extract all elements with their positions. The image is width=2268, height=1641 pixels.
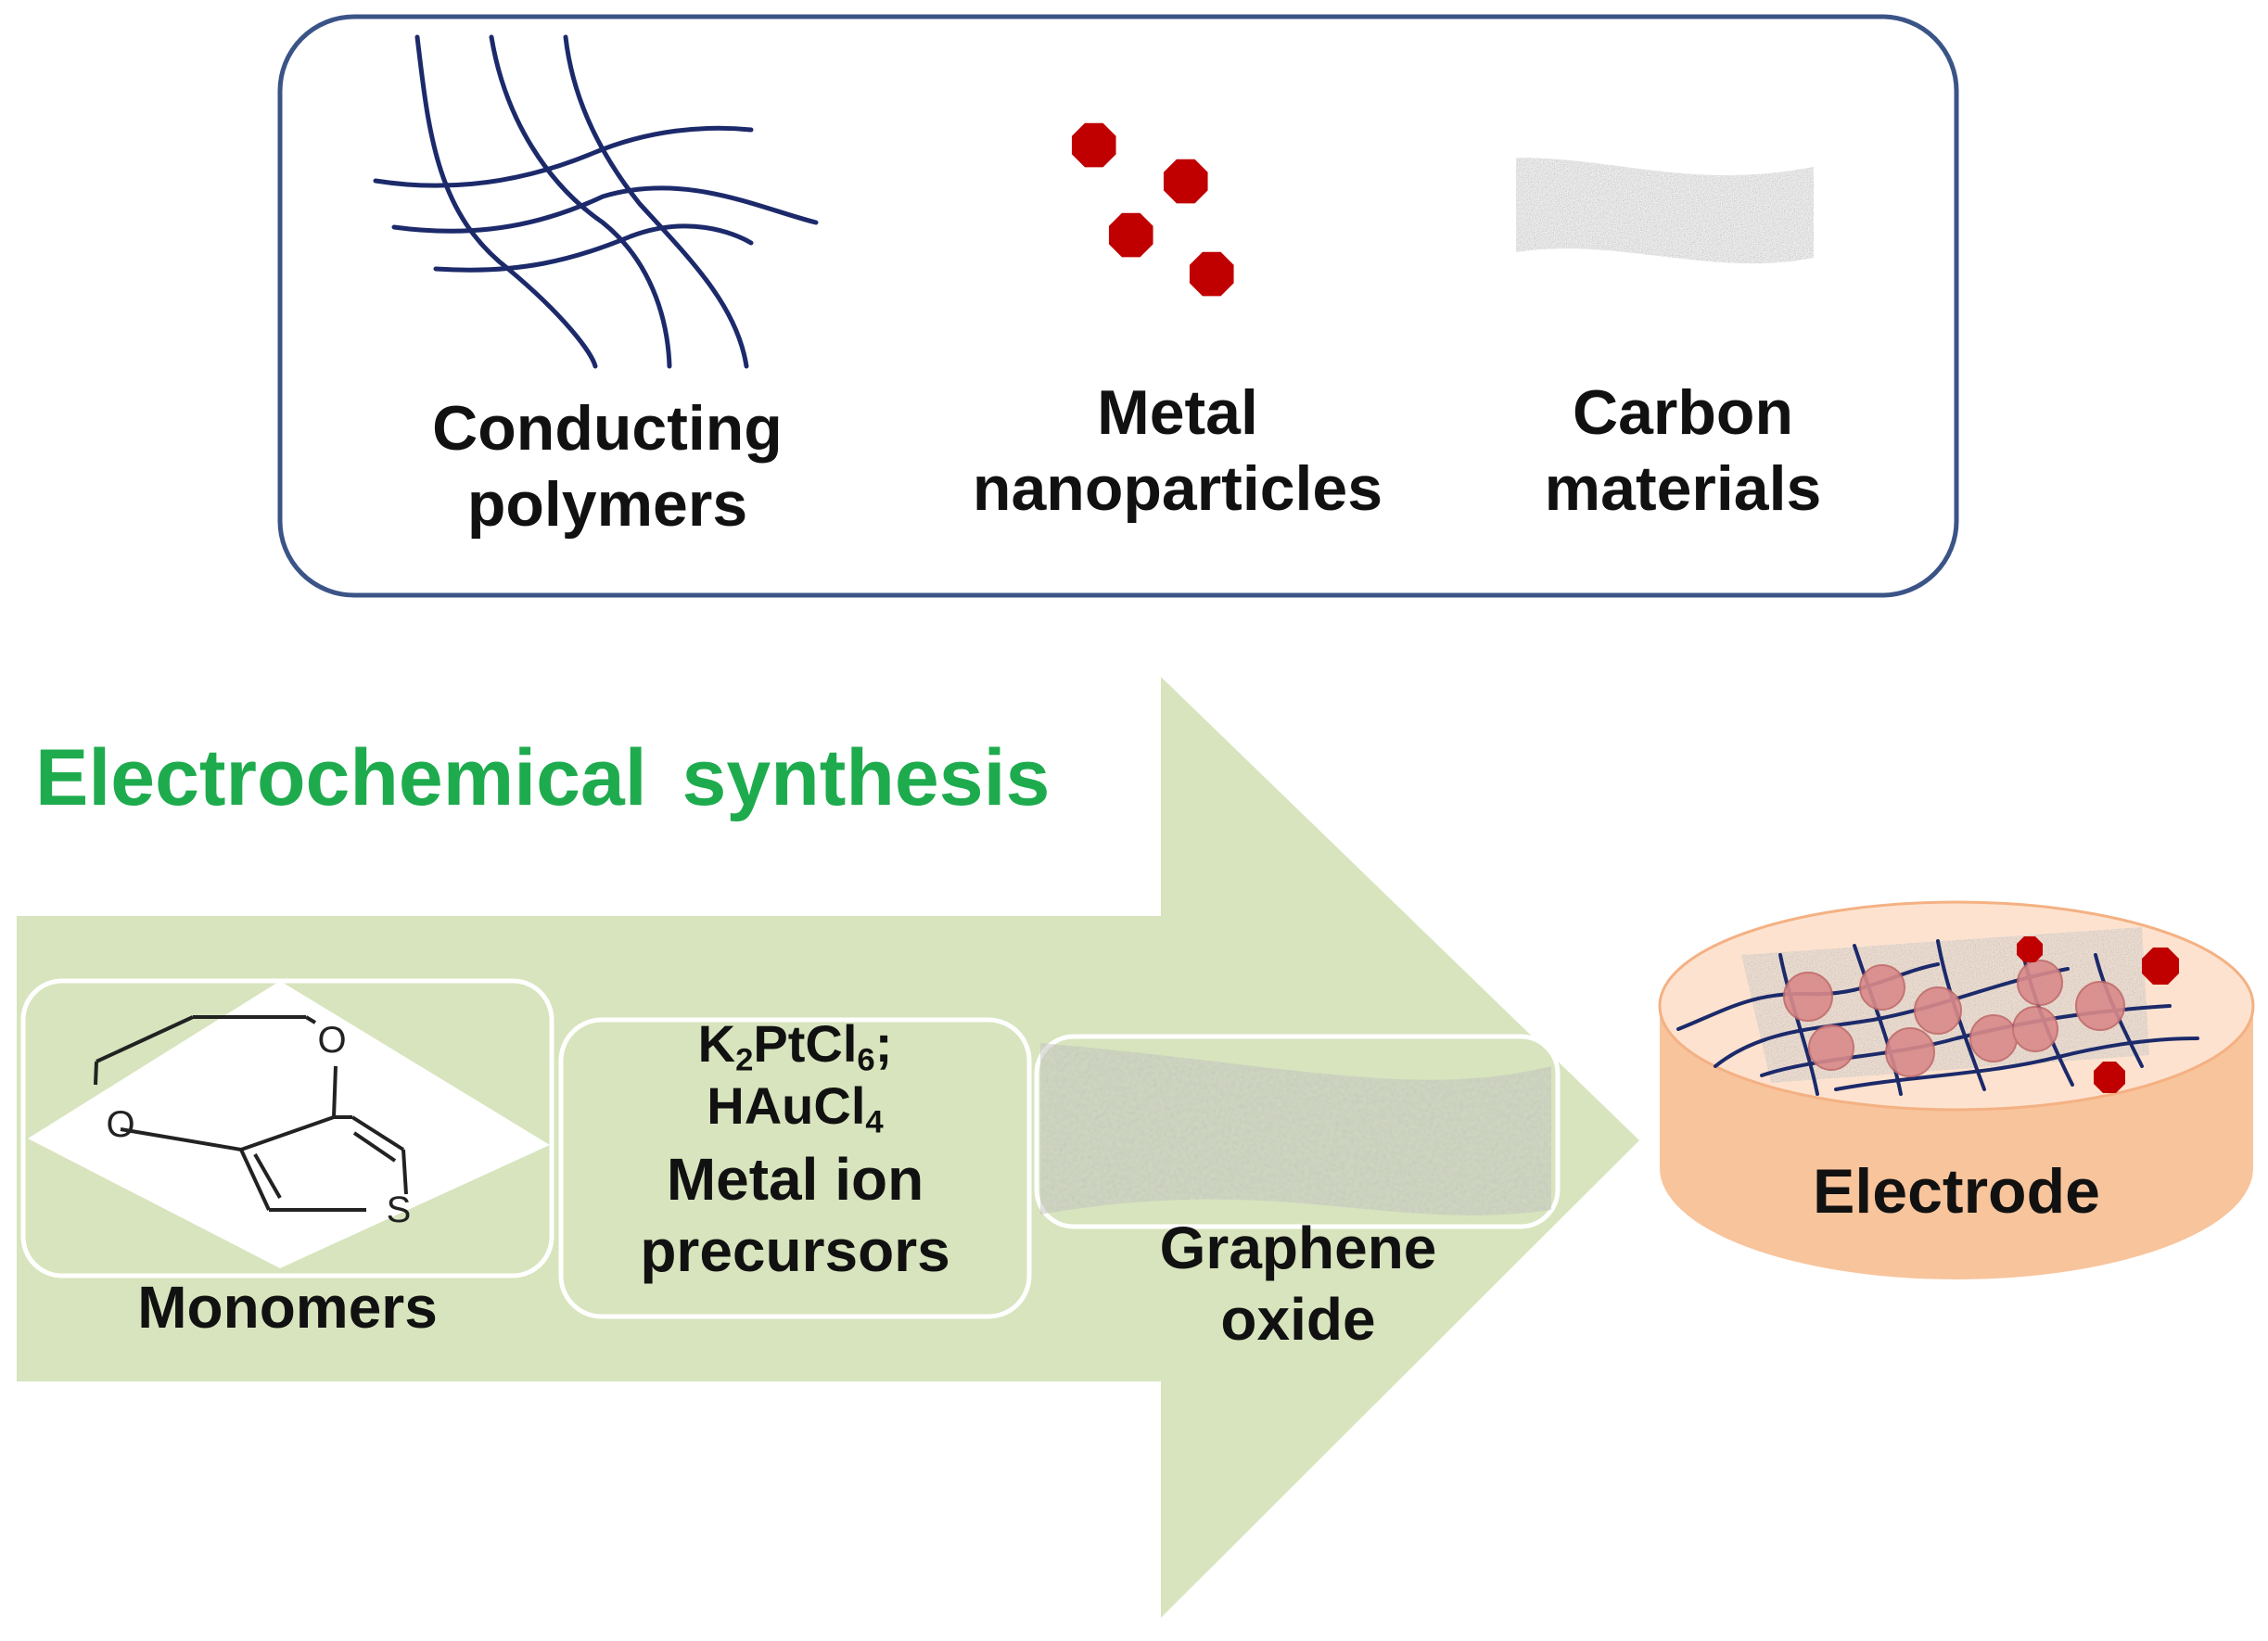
legend-label-line1: Metal bbox=[1097, 377, 1258, 448]
atom-oxygen-2: O bbox=[106, 1104, 134, 1145]
legend-label-line2: materials bbox=[1544, 452, 1822, 524]
process-title: Electrochemical synthesis bbox=[35, 733, 1051, 822]
process-arrow bbox=[17, 677, 1639, 1618]
legend-label-line1: Carbon bbox=[1573, 377, 1793, 448]
legend-label-line2: nanoparticles bbox=[972, 452, 1383, 524]
formula-part: PtCl bbox=[753, 1014, 858, 1073]
monomer-box bbox=[20, 978, 554, 1278]
graphene-box bbox=[1034, 1034, 1561, 1229]
atom-sulfur: S bbox=[387, 1189, 412, 1230]
atom-oxygen-1: O bbox=[317, 1020, 346, 1061]
graphene-label-line2: oxide bbox=[1220, 1285, 1376, 1353]
formula-part: K bbox=[697, 1014, 736, 1073]
composite-layer-icon bbox=[1676, 927, 2199, 1096]
formula-k2ptcl6: K2PtCl6; bbox=[561, 1012, 1029, 1078]
edot-structure-icon bbox=[94, 1015, 408, 1212]
conducting-polymer-icon bbox=[373, 34, 819, 369]
electrode-label: Electrode bbox=[1813, 1156, 2100, 1227]
legend-label-line1: Conducting bbox=[432, 393, 783, 464]
formula-subscript: 6 bbox=[857, 1042, 875, 1078]
metal-precursor-line1: Metal ion bbox=[666, 1146, 924, 1214]
metal-precursor-line2: precursors bbox=[640, 1217, 950, 1285]
metal-precursor-box bbox=[558, 1017, 1032, 1319]
graphene-label-line1: Graphene bbox=[1159, 1215, 1437, 1281]
legend-item-carbon-materials: Carbon materials bbox=[1479, 375, 1887, 527]
legend-label-line2: polymers bbox=[466, 468, 748, 540]
formula-haucl4: HAuCl4 bbox=[561, 1075, 1029, 1140]
metal-nanoparticle-icon bbox=[1071, 122, 1234, 297]
formula-part: ; bbox=[874, 1014, 893, 1073]
formula-subscript: 2 bbox=[735, 1042, 754, 1078]
legend-item-metal-nanoparticles: Metal nanoparticles bbox=[927, 375, 1428, 527]
legend-item-conducting-polymers: Conducting polymers bbox=[385, 391, 830, 542]
graphene-oxide-label: Graphene oxide bbox=[1066, 1213, 1530, 1355]
formula-subscript: 4 bbox=[865, 1104, 884, 1140]
formula-part: HAuCl bbox=[707, 1076, 866, 1136]
metal-precursor-text: K2PtCl6; HAuCl4 Metal ion precursors bbox=[561, 1012, 1029, 1287]
monomer-diamond bbox=[28, 981, 550, 1268]
monomer-label: Monomers bbox=[137, 1274, 438, 1341]
carbon-material-icon bbox=[1516, 158, 1814, 264]
